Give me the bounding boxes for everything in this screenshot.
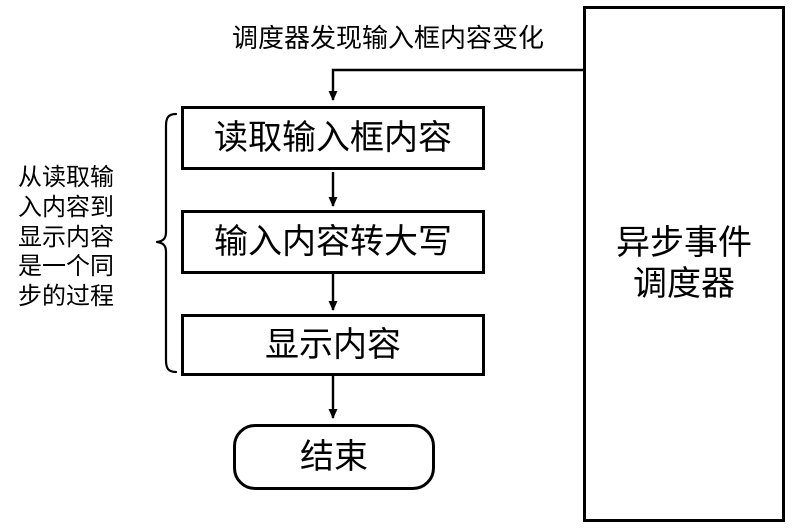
terminal-box-end[interactable]	[233, 424, 435, 490]
edge-label-scheduler-detects-change: 调度器发现输入框内容变化	[232, 24, 545, 54]
process-box-to-uppercase[interactable]	[181, 210, 485, 274]
edge-scheduler-to-read-input	[328, 68, 583, 101]
sync-group-brace	[155, 112, 178, 374]
process-box-read-input[interactable]	[181, 106, 485, 170]
side-note-sync-process: 从读取输 入内容到 显示内容 是一个同 步的过程	[18, 163, 114, 310]
scheduler-panel[interactable]	[583, 6, 785, 522]
process-box-show-content[interactable]	[181, 314, 485, 376]
